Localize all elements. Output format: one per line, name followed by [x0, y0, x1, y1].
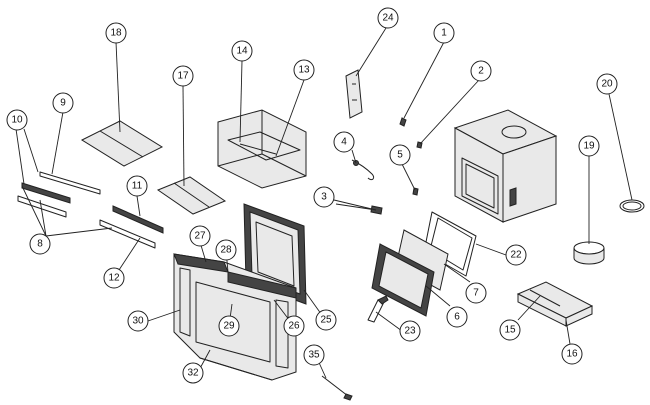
- callout-4: 4: [333, 131, 355, 153]
- callout-label: 16: [566, 349, 578, 360]
- callout-9: 9: [52, 92, 74, 114]
- door-frame-6: [371, 243, 435, 317]
- callout-29: 29: [218, 315, 240, 337]
- callout-label: 3: [321, 192, 327, 203]
- callout-3: 3: [313, 186, 335, 208]
- callout-label: 8: [37, 239, 43, 250]
- window-frame-22: [423, 211, 477, 277]
- callout-label: 10: [11, 115, 23, 126]
- callout-17: 17: [172, 65, 194, 87]
- poker-tool-35: [321, 375, 353, 401]
- callout-label: 6: [454, 312, 460, 323]
- callout-27: 27: [189, 225, 211, 247]
- callout-18: 18: [105, 22, 127, 44]
- callout-22: 22: [505, 244, 527, 266]
- callout-14: 14: [231, 40, 253, 62]
- callout-label: 11: [132, 181, 143, 192]
- callout-label: 5: [397, 150, 403, 161]
- callout-15: 15: [499, 319, 521, 341]
- callout-label: 1: [441, 28, 447, 39]
- floor-plate-18: [80, 120, 164, 167]
- callout-label: 35: [308, 350, 320, 361]
- callout-label: 9: [60, 98, 66, 109]
- callout-label: 30: [132, 316, 144, 327]
- surround-panel: [173, 253, 297, 381]
- callout-label: 12: [108, 273, 120, 284]
- callout-label: 17: [177, 71, 189, 82]
- callout-label: 23: [404, 326, 416, 337]
- wire-part-4: [351, 159, 375, 181]
- callout-10: 10: [6, 109, 28, 131]
- callout-11: 11: [126, 175, 148, 197]
- callout-label: 24: [382, 13, 394, 24]
- callout-label: 7: [473, 288, 479, 299]
- rods-left: [17, 171, 101, 218]
- ring-gasket-20: [619, 199, 645, 213]
- callout-30: 30: [127, 310, 149, 332]
- callout-25: 25: [315, 309, 337, 331]
- stove-body: [453, 109, 558, 223]
- fitting-19: [573, 241, 605, 265]
- rods-center: [99, 205, 164, 249]
- callout-label: 20: [601, 79, 613, 90]
- callout-label: 25: [320, 315, 332, 326]
- callout-7: 7: [465, 282, 487, 304]
- callout-26: 26: [283, 315, 305, 337]
- callout-label: 19: [583, 141, 595, 152]
- callout-19: 19: [578, 135, 600, 157]
- callout-label: 18: [110, 28, 122, 39]
- callout-2: 2: [470, 60, 492, 82]
- callout-6: 6: [446, 306, 468, 328]
- callout-32: 32: [182, 362, 204, 384]
- callout-5: 5: [389, 144, 411, 166]
- callout-24: 24: [377, 7, 399, 29]
- ash-tray-15-16: [516, 281, 594, 327]
- firebrick-liner-13-14: [217, 109, 307, 189]
- callout-35: 35: [303, 344, 325, 366]
- callout-label: 4: [341, 137, 347, 148]
- callout-label: 28: [220, 245, 232, 256]
- floor-plate-17: [156, 176, 227, 215]
- callout-28: 28: [215, 239, 237, 261]
- bolt-3: [335, 203, 383, 215]
- baffle-24: [345, 69, 363, 119]
- callout-13: 13: [293, 59, 315, 81]
- callout-label: 2: [478, 66, 484, 77]
- callout-8: 8: [29, 233, 51, 255]
- callout-1: 1: [433, 22, 455, 44]
- callout-12: 12: [103, 267, 125, 289]
- callout-label: 15: [504, 325, 516, 336]
- callout-label: 26: [288, 321, 300, 332]
- callout-label: 29: [223, 321, 235, 332]
- callout-label: 13: [298, 65, 310, 76]
- handle-23: [367, 295, 389, 323]
- callout-label: 14: [236, 46, 248, 57]
- callout-label: 22: [510, 250, 522, 261]
- leader-lines: [15, 27, 633, 379]
- callout-20: 20: [596, 73, 618, 95]
- callout-label: 27: [194, 231, 206, 242]
- callout-label: 32: [187, 368, 199, 379]
- callout-23: 23: [399, 320, 421, 342]
- callout-16: 16: [561, 343, 583, 365]
